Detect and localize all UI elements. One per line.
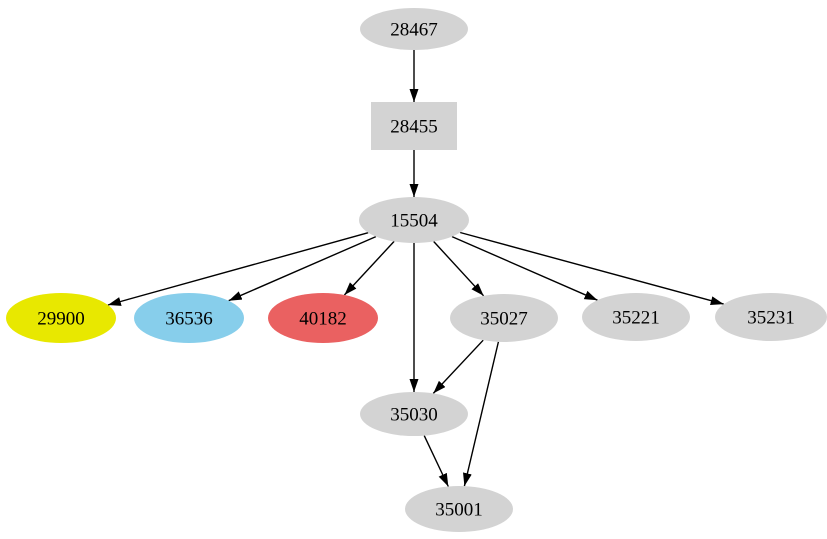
node-15504: 15504 (359, 197, 469, 243)
edge-15504-35231 (459, 231, 724, 306)
edges-layer (107, 50, 724, 487)
edge-15504-40182 (343, 240, 395, 296)
edge-35030-35001 (423, 435, 449, 487)
node-shape-35001 (405, 486, 513, 532)
node-label-35027: 35027 (480, 308, 528, 329)
node-label-36536: 36536 (165, 308, 213, 329)
node-shape-15504 (359, 197, 469, 243)
node-label-28467: 28467 (390, 19, 438, 40)
node-36536: 36536 (134, 293, 244, 343)
node-shape-35221 (582, 293, 690, 341)
node-label-35231: 35231 (747, 307, 795, 328)
node-28467: 28467 (360, 8, 468, 50)
node-label-35001: 35001 (435, 499, 483, 520)
edge-15504-36536 (228, 235, 377, 302)
edge-35027-35001 (463, 341, 500, 487)
node-28455: 28455 (371, 102, 457, 150)
node-label-35221: 35221 (612, 307, 660, 328)
node-shape-29900 (6, 293, 116, 343)
node-shape-35027 (450, 294, 558, 342)
node-35001: 35001 (405, 486, 513, 532)
edge-15504-29900 (107, 232, 369, 306)
node-label-40182: 40182 (299, 308, 347, 329)
edge-15504-35027 (433, 241, 485, 297)
node-35231: 35231 (715, 293, 827, 341)
node-label-28455: 28455 (390, 116, 438, 137)
node-35027: 35027 (450, 294, 558, 342)
node-label-29900: 29900 (37, 308, 85, 329)
node-shape-28455 (371, 102, 457, 150)
node-29900: 29900 (6, 293, 116, 343)
nodes-layer: 28467 28455 15504 29900 36536 40182 35027 35221… (6, 8, 827, 532)
node-label-35030: 35030 (390, 404, 438, 425)
node-shape-36536 (134, 293, 244, 343)
edge-35027-35030 (432, 339, 484, 394)
node-shape-35231 (715, 293, 827, 341)
node-shape-28467 (360, 8, 468, 50)
edge-15504-35221 (451, 235, 598, 301)
node-shape-35030 (360, 392, 468, 436)
node-label-15504: 15504 (390, 210, 438, 231)
node-40182: 40182 (268, 293, 378, 343)
node-35221: 35221 (582, 293, 690, 341)
node-shape-40182 (268, 293, 378, 343)
node-35030: 35030 (360, 392, 468, 436)
